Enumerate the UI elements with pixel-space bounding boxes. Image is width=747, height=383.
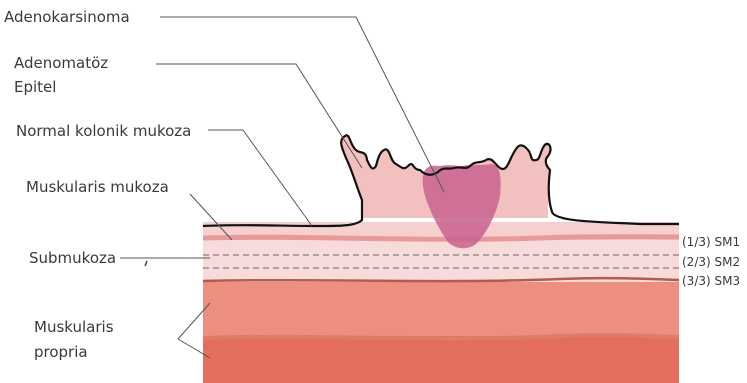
muskularis-propria-upper-band	[203, 280, 679, 338]
label-muskularis-propria-line2: propria	[34, 343, 88, 361]
label-adenomatoz-line1: Adenomatöz	[14, 54, 108, 72]
label-adenokarsinoma: Adenokarsinoma	[4, 8, 130, 26]
label-muskularis-propria-line1: Muskularis	[34, 318, 114, 336]
label-muskularis-mukoza: Muskularis mukoza	[26, 178, 169, 196]
label-normal-mukoza: Normal kolonik mukoza	[16, 122, 191, 140]
label-sm3: (3/3) SM3	[682, 274, 740, 288]
label-sm2: (2/3) SM2	[682, 255, 740, 269]
adenokarsinoma-leader	[160, 17, 444, 192]
small-tick-mark	[145, 261, 147, 266]
submukoza-layer	[203, 240, 679, 282]
label-adenomatoz-line2: Epitel	[14, 78, 56, 96]
muskularis-mukoza-line	[203, 237, 679, 240]
label-sm1: (1/3) SM1	[682, 235, 740, 249]
normal-mukoza-leader	[208, 130, 312, 226]
label-submukoza: Submukoza	[29, 249, 116, 267]
muskularis-propria-lower-band	[203, 336, 679, 383]
